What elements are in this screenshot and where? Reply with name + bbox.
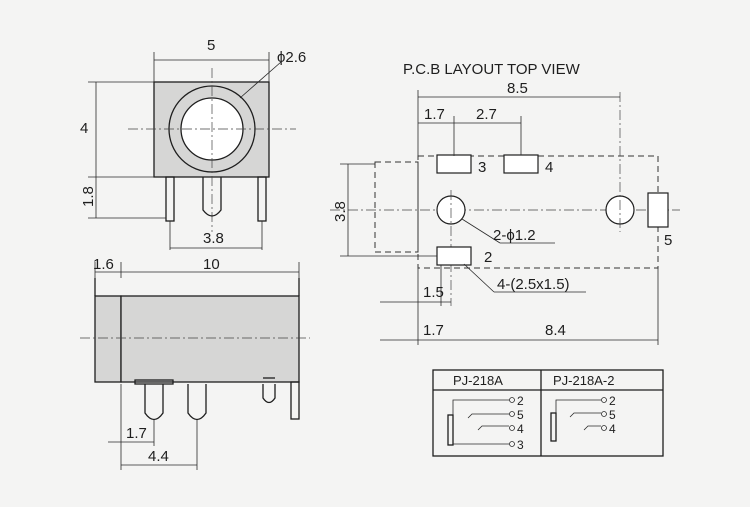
front-pin-center — [202, 177, 222, 217]
dim-front-width: 5 — [207, 37, 215, 54]
pcb-pin-label-3: 3 — [478, 159, 486, 176]
schematic-b-sleeve — [550, 412, 557, 442]
schematic-table-frame — [432, 369, 664, 457]
schematic-b-pin-2: 2 — [609, 394, 616, 408]
side-body — [120, 295, 300, 383]
pcb-pin-label-2: 2 — [484, 249, 492, 266]
schematic-a-pin-3: 3 — [517, 438, 524, 452]
front-pin-left — [165, 176, 175, 222]
dim-side-length: 10 — [203, 256, 220, 273]
dim-front-pin-spacing: 3.8 — [203, 230, 224, 247]
schematic-a-pin-5: 5 — [517, 408, 524, 422]
side-view: 1.6 10 1.7 4.4 — [80, 256, 310, 470]
side-pin-a — [144, 384, 164, 421]
schematic-header-a: PJ-218A — [453, 373, 503, 388]
pcb-pin-label-4: 4 — [545, 159, 553, 176]
schematic-b-pin-4: 4 — [609, 422, 616, 436]
pcb-title: P.C.B LAYOUT TOP VIEW — [403, 61, 581, 78]
dim-front-height: 4 — [80, 120, 88, 137]
pcb-pad-5 — [647, 192, 669, 228]
dim-front-hole: ϕ2.6 — [277, 49, 306, 66]
side-tab — [290, 381, 300, 420]
schematic-a-pin-2: 2 — [517, 394, 524, 408]
dim-side-flange: 1.6 — [93, 256, 114, 273]
dim-pcb-offset-a: 1.5 — [423, 284, 444, 301]
pcb-flange-outline — [374, 161, 419, 253]
pcb-layout: P.C.B LAYOUT TOP VIEW 3 4 2 5 8.5 1.7 2.… — [330, 61, 680, 345]
dim-pcb-holes: 2-ϕ1.2 — [493, 227, 536, 244]
dim-pcb-pad-b: 2.7 — [476, 106, 497, 123]
side-flange — [94, 295, 122, 383]
dim-side-pin-b: 4.4 — [148, 448, 169, 465]
side-pin-c — [262, 384, 276, 404]
schematic-a-sleeve — [447, 414, 454, 446]
dim-pcb-offset-b: 1.7 — [423, 322, 444, 339]
pcb-pad-2 — [436, 246, 472, 266]
dim-pcb-offset-c: 8.4 — [545, 322, 566, 339]
front-pin-right — [257, 176, 267, 222]
dim-front-pin-height: 1.8 — [80, 186, 97, 207]
side-pin-b — [187, 384, 207, 421]
schematic-b-pin-5: 5 — [609, 408, 616, 422]
dim-pcb-pads: 4-(2.5x1.5) — [497, 276, 570, 293]
pcb-pad-3 — [436, 154, 472, 174]
pcb-pin-label-5: 5 — [664, 232, 672, 249]
schematic-table: PJ-218A PJ-218A-2 2 5 4 3 2 5 4 — [432, 369, 664, 457]
dim-pcb-height: 3.8 — [332, 201, 349, 222]
dim-pcb-total: 8.5 — [507, 80, 528, 97]
front-view: 5 ϕ2.6 4 1.8 3.8 — [80, 37, 306, 250]
pcb-pad-4 — [503, 154, 539, 174]
dim-side-pin-a: 1.7 — [126, 425, 147, 442]
schematic-a-pin-4: 4 — [517, 422, 524, 436]
dim-pcb-pad-a: 1.7 — [424, 106, 445, 123]
schematic-header-b: PJ-218A-2 — [553, 373, 614, 388]
